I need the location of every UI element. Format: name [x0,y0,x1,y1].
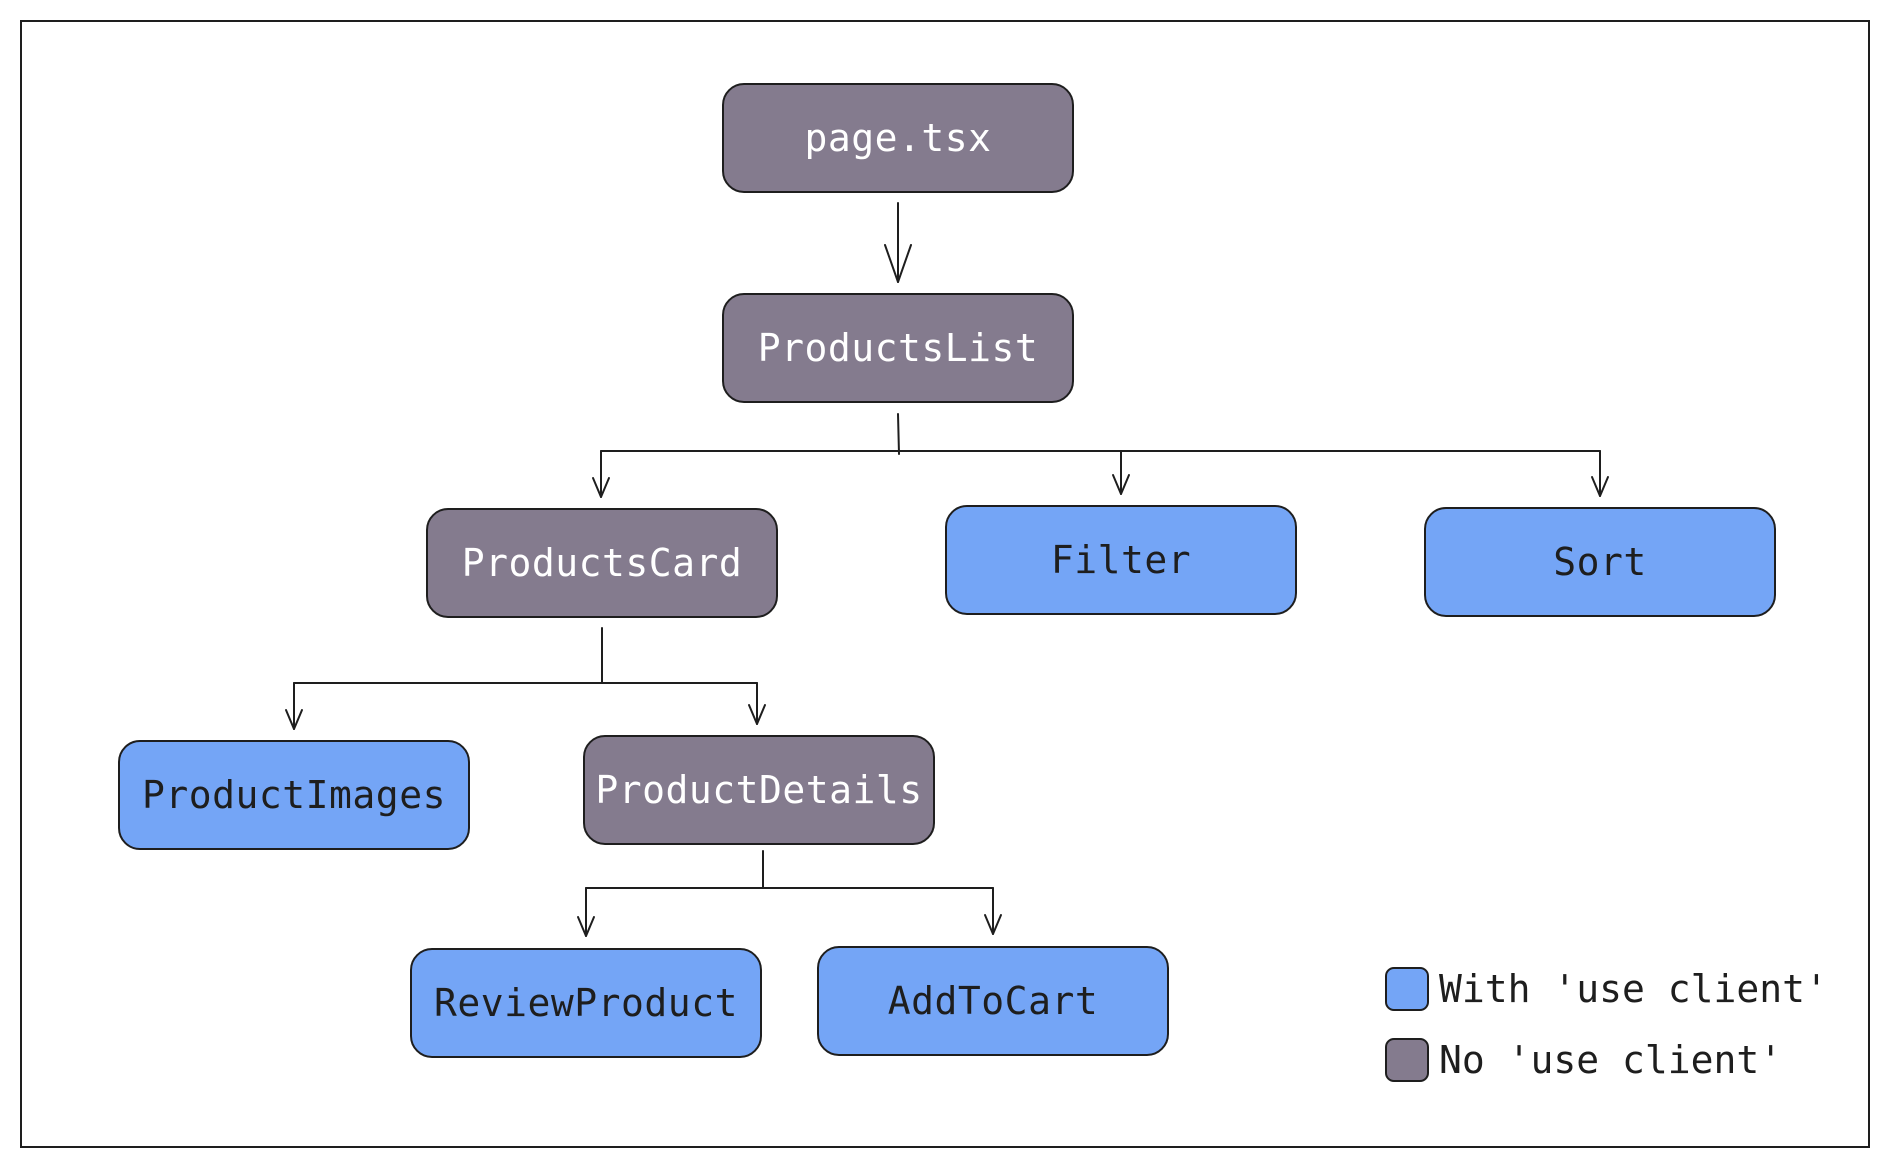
node-label: ProductDetails [595,768,923,812]
legend-label-no-use-client: No 'use client' [1439,1038,1783,1082]
node-label: ProductsCard [461,541,743,585]
legend-swatch-with-use-client [1385,967,1429,1011]
arrowhead-productscard [592,477,610,498]
node-productslist: ProductsList [722,293,1074,403]
legend-label-with-use-client: With 'use client' [1439,967,1828,1011]
node-label: ProductImages [142,773,446,817]
node-reviewproduct: ReviewProduct [410,948,762,1058]
arrowhead-filter [1112,474,1130,495]
arrowhead-productdetails [748,704,766,725]
arrowhead-reviewproduct [577,916,595,937]
arrowhead-addtocart [984,914,1002,935]
edge-productslist-trunk [897,413,900,455]
node-productdetails: ProductDetails [583,735,935,845]
arrowhead-sort [1591,476,1609,497]
node-label: ReviewProduct [434,981,738,1025]
node-label: Filter [1050,538,1192,582]
legend-swatch-no-use-client [1385,1038,1429,1082]
node-productscard: ProductsCard [426,508,778,618]
node-filter: Filter [945,505,1297,615]
node-label: Sort [1553,540,1647,584]
legend-with-use-client: With 'use client' [1385,967,1828,1011]
diagram-frame [20,20,1870,1148]
arrowhead-productimages [285,709,303,730]
node-label: ProductsList [757,326,1039,370]
node-label: page.tsx [804,116,992,160]
legend-no-use-client: No 'use client' [1385,1038,1782,1082]
node-label: AddToCart [887,979,1099,1023]
node-addtocart: AddToCart [817,946,1169,1056]
node-page-tsx: page.tsx [722,83,1074,193]
arrowhead-productslist [884,244,912,283]
node-productimages: ProductImages [118,740,470,850]
node-sort: Sort [1424,507,1776,617]
